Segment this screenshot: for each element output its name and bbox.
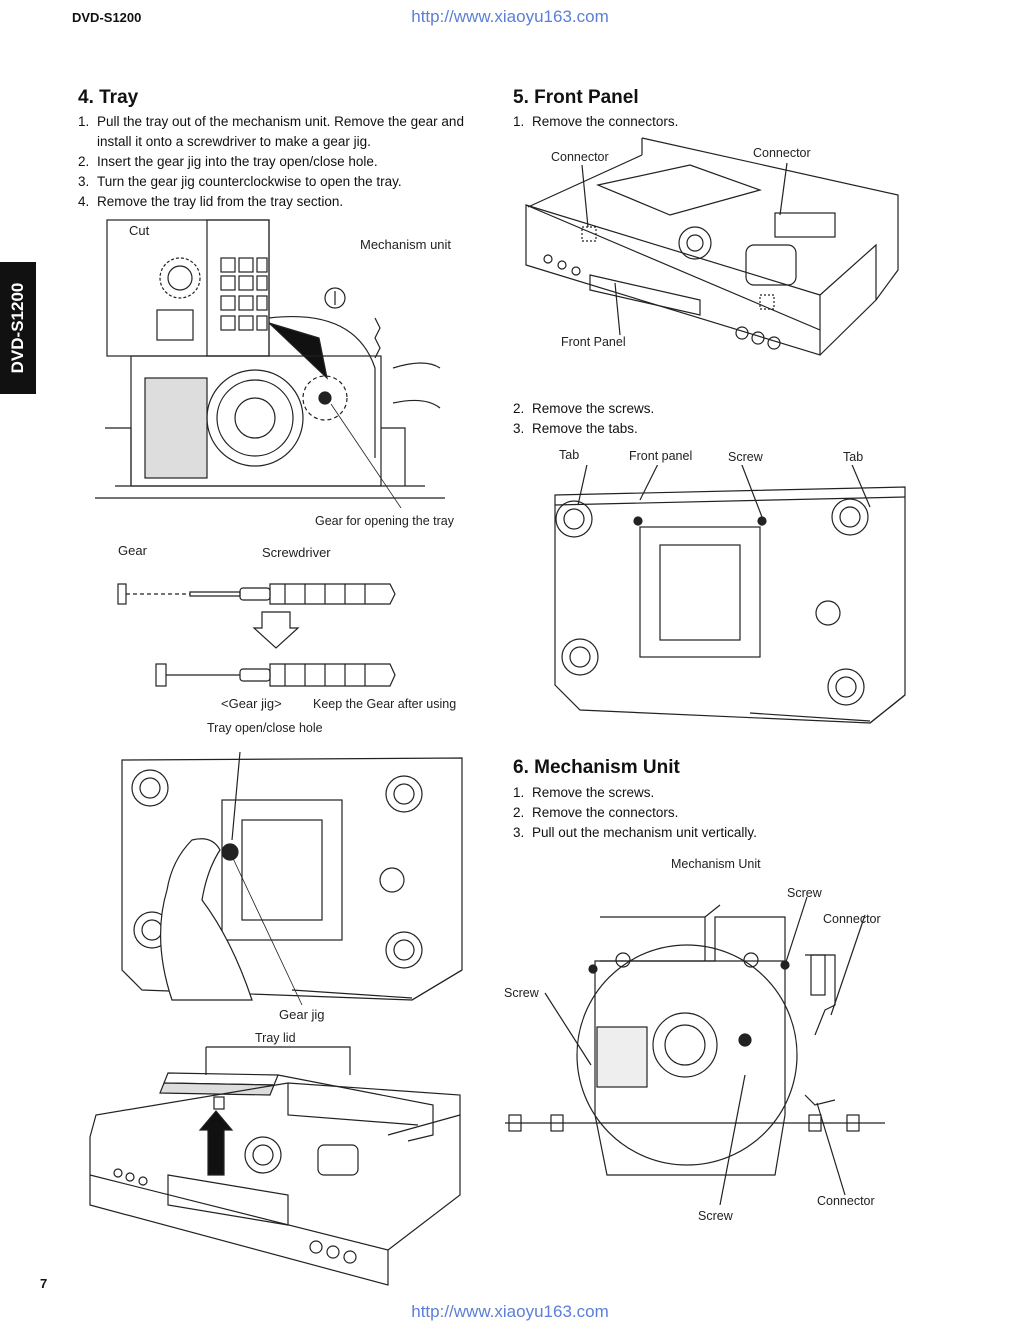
screw-bottom-label: Screw xyxy=(698,1209,733,1223)
mechanism-unit-label: Mechanism unit xyxy=(360,237,452,252)
tray-step: 2.Insert the gear jig into the tray open… xyxy=(78,154,378,169)
front-panel-lower-label: Front panel xyxy=(629,449,693,463)
mechanism-unit-label: Mechanism Unit xyxy=(671,857,761,871)
front-panel-step: 1.Remove the connectors. xyxy=(513,114,679,129)
tray-step: 3.Turn the gear jig counterclockwise to … xyxy=(78,174,402,189)
tray-step: 1.Pull the tray out of the mechanism uni… xyxy=(78,114,464,149)
mechanism-step: 3.Pull out the mechanism unit vertically… xyxy=(513,825,757,840)
front-panel-step: 3.Remove the tabs. xyxy=(513,421,638,436)
screwdriver-label: Screwdriver xyxy=(262,545,331,560)
header-url[interactable]: http://www.xiaoyu163.com xyxy=(411,7,609,26)
mechanism-section-title: 6. Mechanism Unit xyxy=(513,757,680,778)
gear-jig-figure xyxy=(117,583,396,687)
front-panel-bottom-figure xyxy=(554,465,906,724)
connector-left-label: Connector xyxy=(551,150,609,164)
side-model-tab: DVD-S1200 xyxy=(0,262,36,394)
connector-bottom-label: Connector xyxy=(817,1194,875,1208)
mechanism-steps: 1.Remove the screws. 2.Remove the connec… xyxy=(513,783,913,843)
tray-hole-label: Tray open/close hole xyxy=(207,721,323,735)
tray-section-title: 4. Tray xyxy=(78,87,139,108)
connector-right-label: Connector xyxy=(753,146,811,160)
screw-label: Screw xyxy=(728,450,763,464)
gear-opening-label: Gear for opening the tray xyxy=(315,514,454,528)
front-panel-connector-figure xyxy=(525,137,899,356)
model-header: DVD-S1200 xyxy=(72,10,142,25)
keep-gear-note: Keep the Gear after using xyxy=(313,697,457,711)
footer-url[interactable]: http://www.xiaoyu163.com xyxy=(411,1302,609,1321)
tab-left-label: Tab xyxy=(559,448,580,462)
front-panel-step: 2.Remove the screws. xyxy=(513,401,655,416)
tray-mechanism-figure xyxy=(95,219,445,508)
tray-lid-figure xyxy=(89,1046,461,1286)
gear-jig-label: Gear jig xyxy=(279,1007,325,1022)
gear-jig-caption: <Gear jig> xyxy=(221,696,282,711)
gear-label: Gear xyxy=(118,543,147,558)
tray-steps: 1.Pull the tray out of the mechanism uni… xyxy=(78,112,470,212)
screw-top-label: Screw xyxy=(787,886,822,900)
tray-lid-label: Tray lid xyxy=(255,1031,296,1045)
gear-grid xyxy=(220,257,268,331)
mechanism-step: 2.Remove the connectors. xyxy=(513,805,679,820)
front-panel-section-title: 5. Front Panel xyxy=(513,87,639,108)
cut-label: Cut xyxy=(129,223,150,238)
page-number: 7 xyxy=(40,1276,48,1291)
tab-right-label: Tab xyxy=(843,450,864,464)
chassis-bottom-figure xyxy=(121,751,463,1006)
front-panel-label: Front Panel xyxy=(561,335,626,349)
mechanism-step: 1.Remove the screws. xyxy=(513,785,655,800)
screw-left-label: Screw xyxy=(504,986,539,1000)
connector-top-label: Connector xyxy=(823,912,881,926)
front-panel-steps-a: 1.Remove the connectors. xyxy=(513,112,913,132)
tray-step: 4.Remove the tray lid from the tray sect… xyxy=(78,194,344,209)
side-tab-label: DVD-S1200 xyxy=(8,282,27,374)
mechanism-unit-figure xyxy=(505,896,885,1205)
front-panel-steps-b: 2.Remove the screws. 3.Remove the tabs. xyxy=(513,399,913,439)
